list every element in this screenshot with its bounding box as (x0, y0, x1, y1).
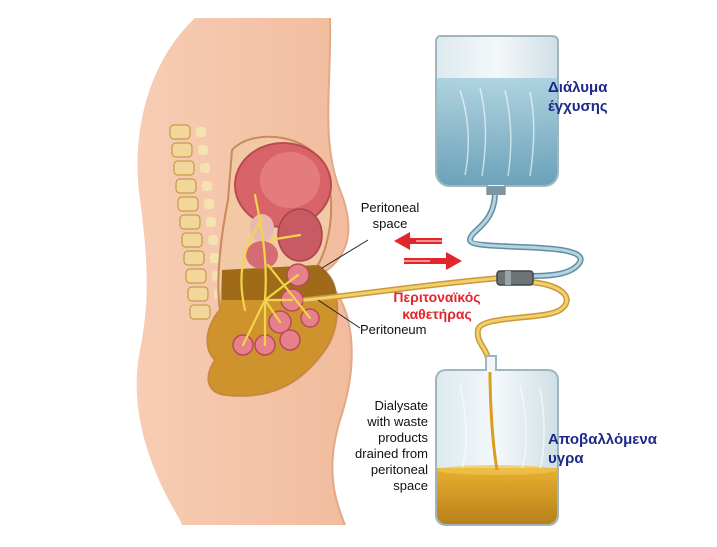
label-peritoneal-catheter: Περιτοναϊκός καθετήρας (372, 289, 502, 323)
connector-icon (497, 271, 533, 285)
label-peritoneal-space: Peritoneal space (355, 200, 425, 232)
label-discarded-fluids: Αποβαλλόμενα υγρα (548, 430, 657, 468)
label-peritoneum: Peritoneum (360, 322, 426, 338)
label-infusion-solution: Διάλυμα έγχυσης (548, 78, 608, 116)
infusion-solution-bag (436, 36, 558, 195)
label-dialysate-drained: Dialysate with waste products drained fr… (330, 398, 428, 494)
discarded-fluids-bag (436, 356, 558, 525)
red-arrow-right-icon (404, 252, 462, 270)
